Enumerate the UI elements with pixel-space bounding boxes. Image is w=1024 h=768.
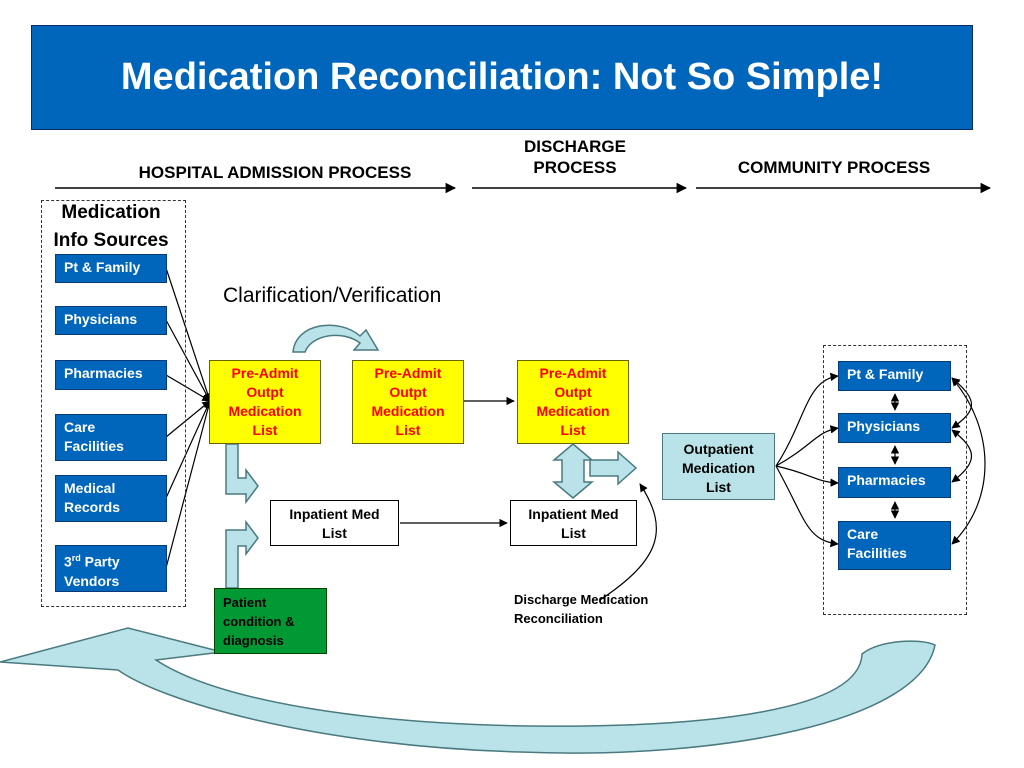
- source-care-facilities: Care Facilities: [55, 414, 167, 461]
- source-medical-records: Medical Records: [55, 475, 167, 522]
- outpatient-community-connectors: [775, 372, 839, 548]
- preadmit-list-verified: Pre-Admit Outpt Medication List: [352, 360, 464, 444]
- vendors-superscript: rd: [71, 553, 81, 563]
- clarification-label: Clarification/Verification: [223, 284, 442, 307]
- source-pt-family: Pt & Family: [55, 254, 167, 283]
- phase-admission-label: HOSPITAL ADMISSION PROCESS: [138, 163, 412, 182]
- community-physicians: Physicians: [838, 413, 951, 443]
- discharge-reconciliation-label: Discharge Medication Reconciliation: [514, 592, 649, 626]
- source-connectors: [165, 267, 213, 569]
- preadmit-list-admission: Pre-Admit Outpt Medication List: [209, 360, 321, 444]
- to-outpatient-arrow: [589, 450, 638, 486]
- page-title: Medication Reconciliation: Not So Simple…: [120, 56, 884, 98]
- source-third-party-vendors: 3rd Party Vendors: [55, 545, 167, 592]
- vendors-text: Party Vendors: [64, 553, 120, 589]
- phase-community-label: COMMUNITY PROCESS: [737, 158, 931, 177]
- patient-condition-box: Patient condition & diagnosis: [214, 588, 327, 654]
- inpatient-med-list-admission: Inpatient Med List: [270, 500, 399, 546]
- vendors-number: 3: [64, 553, 72, 570]
- community-pharmacies: Pharmacies: [838, 467, 951, 498]
- discharge-double-arrow: [551, 443, 595, 499]
- community-pt-family: Pt & Family: [838, 361, 951, 391]
- discharge-reconciliation-arrow: [599, 483, 657, 601]
- title-banner: Medication Reconciliation: Not So Simple…: [31, 25, 973, 130]
- inpatient-med-list-discharge: Inpatient Med List: [510, 500, 637, 546]
- source-pharmacies: Pharmacies: [55, 360, 167, 390]
- preadmit-list-discharge: Pre-Admit Outpt Medication List: [517, 360, 629, 444]
- source-physicians: Physicians: [55, 306, 167, 335]
- return-to-admission-arrow: [0, 627, 936, 754]
- phase-discharge-label: DISCHARGE PROCESS: [523, 137, 626, 177]
- patient-to-inpatient-bent-arrow: [225, 519, 259, 589]
- community-care-facilities: Care Facilities: [838, 521, 951, 570]
- preadmit-to-inpatient-bent-arrow: [225, 443, 259, 505]
- community-panel: [823, 345, 967, 615]
- sources-panel: [41, 200, 186, 607]
- sources-heading: Medication Info Sources: [53, 202, 169, 251]
- outpatient-med-list: Outpatient Medication List: [662, 433, 775, 500]
- clarification-arrow: [292, 324, 380, 353]
